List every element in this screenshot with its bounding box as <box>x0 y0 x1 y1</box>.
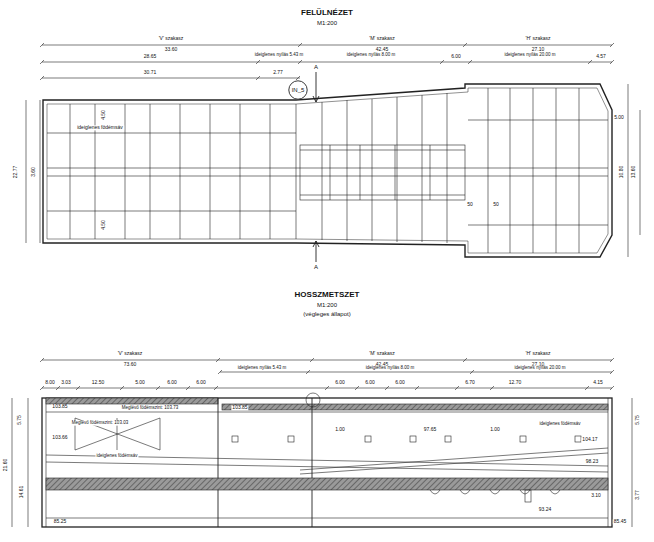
dimension: 6.00 <box>450 54 462 59</box>
dimension: 33.60 <box>164 47 179 52</box>
dimension: 3.77 <box>635 489 640 501</box>
dimension: 104.17 <box>581 437 598 442</box>
dimension: 6.00 <box>364 380 376 385</box>
detail-circle: IN_5 <box>288 80 308 100</box>
dimension: 50 <box>492 202 500 207</box>
dimension: 85.25 <box>53 519 68 524</box>
dimension: 5.00 <box>134 380 146 385</box>
note-text: ideiglenes nyílás 8.00 m <box>346 53 396 58</box>
dimension: 103.66 <box>51 435 68 440</box>
dimension: 4.57 <box>595 54 607 59</box>
note-text: ideiglenes födémsáv <box>95 454 138 459</box>
note-text: ideiglenes nyílás 5.43 m <box>254 53 304 58</box>
dimension: 5.75 <box>635 414 640 426</box>
note-text: (végleges állapot) <box>302 311 351 317</box>
dimension: 1.00 <box>334 427 346 432</box>
dimension: 103.85 <box>51 404 68 409</box>
detail-number: IN_5 <box>292 87 305 93</box>
dimension: 73.60 <box>123 362 138 367</box>
dimension: 3.60 <box>31 166 36 178</box>
scale-text: M1:200 <box>316 20 338 26</box>
note-text: ideiglenes nyílás 20.00 m <box>504 53 557 58</box>
dimension: 6.00 <box>195 380 207 385</box>
dimension: 98.23 <box>585 459 600 464</box>
view-title: FELÜLNÉZET <box>300 9 354 17</box>
section-name: 'M' szakasz <box>368 36 396 41</box>
dimension: 6.00 <box>394 380 406 385</box>
note-text: Meglévő födémszint: 103.73 <box>121 406 179 411</box>
dimension: 97.65 <box>423 427 438 432</box>
note-text: ideiglenes nyílás 20.00 m <box>514 366 567 371</box>
dimension: 6.00 <box>166 380 178 385</box>
dimension: 6.70 <box>464 380 476 385</box>
dimension: 4.50 <box>101 219 106 231</box>
note-text: ideiglenes födémsáv <box>538 422 581 427</box>
dimension: 12.70 <box>508 380 523 385</box>
section-name: 'V' szakasz <box>158 36 185 41</box>
section-name: 'M' szakasz <box>368 351 396 356</box>
dimension: 5.75 <box>17 414 22 426</box>
note-text: ideiglenes nyílás 5.43 m <box>237 366 287 371</box>
dimension: 4.15 <box>592 380 604 385</box>
dimension: 12.50 <box>91 380 106 385</box>
scale-text: M1:200 <box>316 302 338 308</box>
note-text: Meglévő födémszint: 103.03 <box>71 421 129 426</box>
dimension: 10.80 <box>619 165 624 180</box>
dimension: 6.00 <box>334 380 346 385</box>
dimension: 103.85 <box>231 405 248 410</box>
section-name: 'H' szakasz <box>525 36 552 41</box>
dimension: 1.00 <box>489 427 501 432</box>
dimension: 30.71 <box>143 70 158 75</box>
dimension: 4.50 <box>101 109 106 121</box>
plan-view <box>26 43 640 262</box>
dimension: 28.65 <box>143 54 158 59</box>
dimension: 2.77 <box>272 70 284 75</box>
dimension: 22.77 <box>13 165 18 180</box>
dimension: 5.00 <box>613 115 625 120</box>
section-view <box>12 358 632 527</box>
dimension: 50 <box>466 202 474 207</box>
dimension: 14.61 <box>19 485 24 500</box>
dimension: 21.60 <box>3 458 8 473</box>
note-text: ideiglenes nyílás 8.00 m <box>365 366 415 371</box>
cut-mark: A <box>313 264 319 270</box>
cut-mark: A <box>313 64 319 70</box>
note-text: ideiglenes födémsáv <box>76 125 124 130</box>
dimension: 93.24 <box>538 507 553 512</box>
dimension: 13.60 <box>631 165 636 180</box>
section-name: 'H' szakasz <box>525 351 552 356</box>
dimension: 3.03 <box>60 380 72 385</box>
section-name: 'V' szakasz <box>117 351 144 356</box>
view-title: HOSSZMETSZET <box>294 291 361 299</box>
dimension: 85.45 <box>613 519 628 524</box>
dimension: 3.10 <box>590 493 602 498</box>
dimension: 8.00 <box>44 380 56 385</box>
